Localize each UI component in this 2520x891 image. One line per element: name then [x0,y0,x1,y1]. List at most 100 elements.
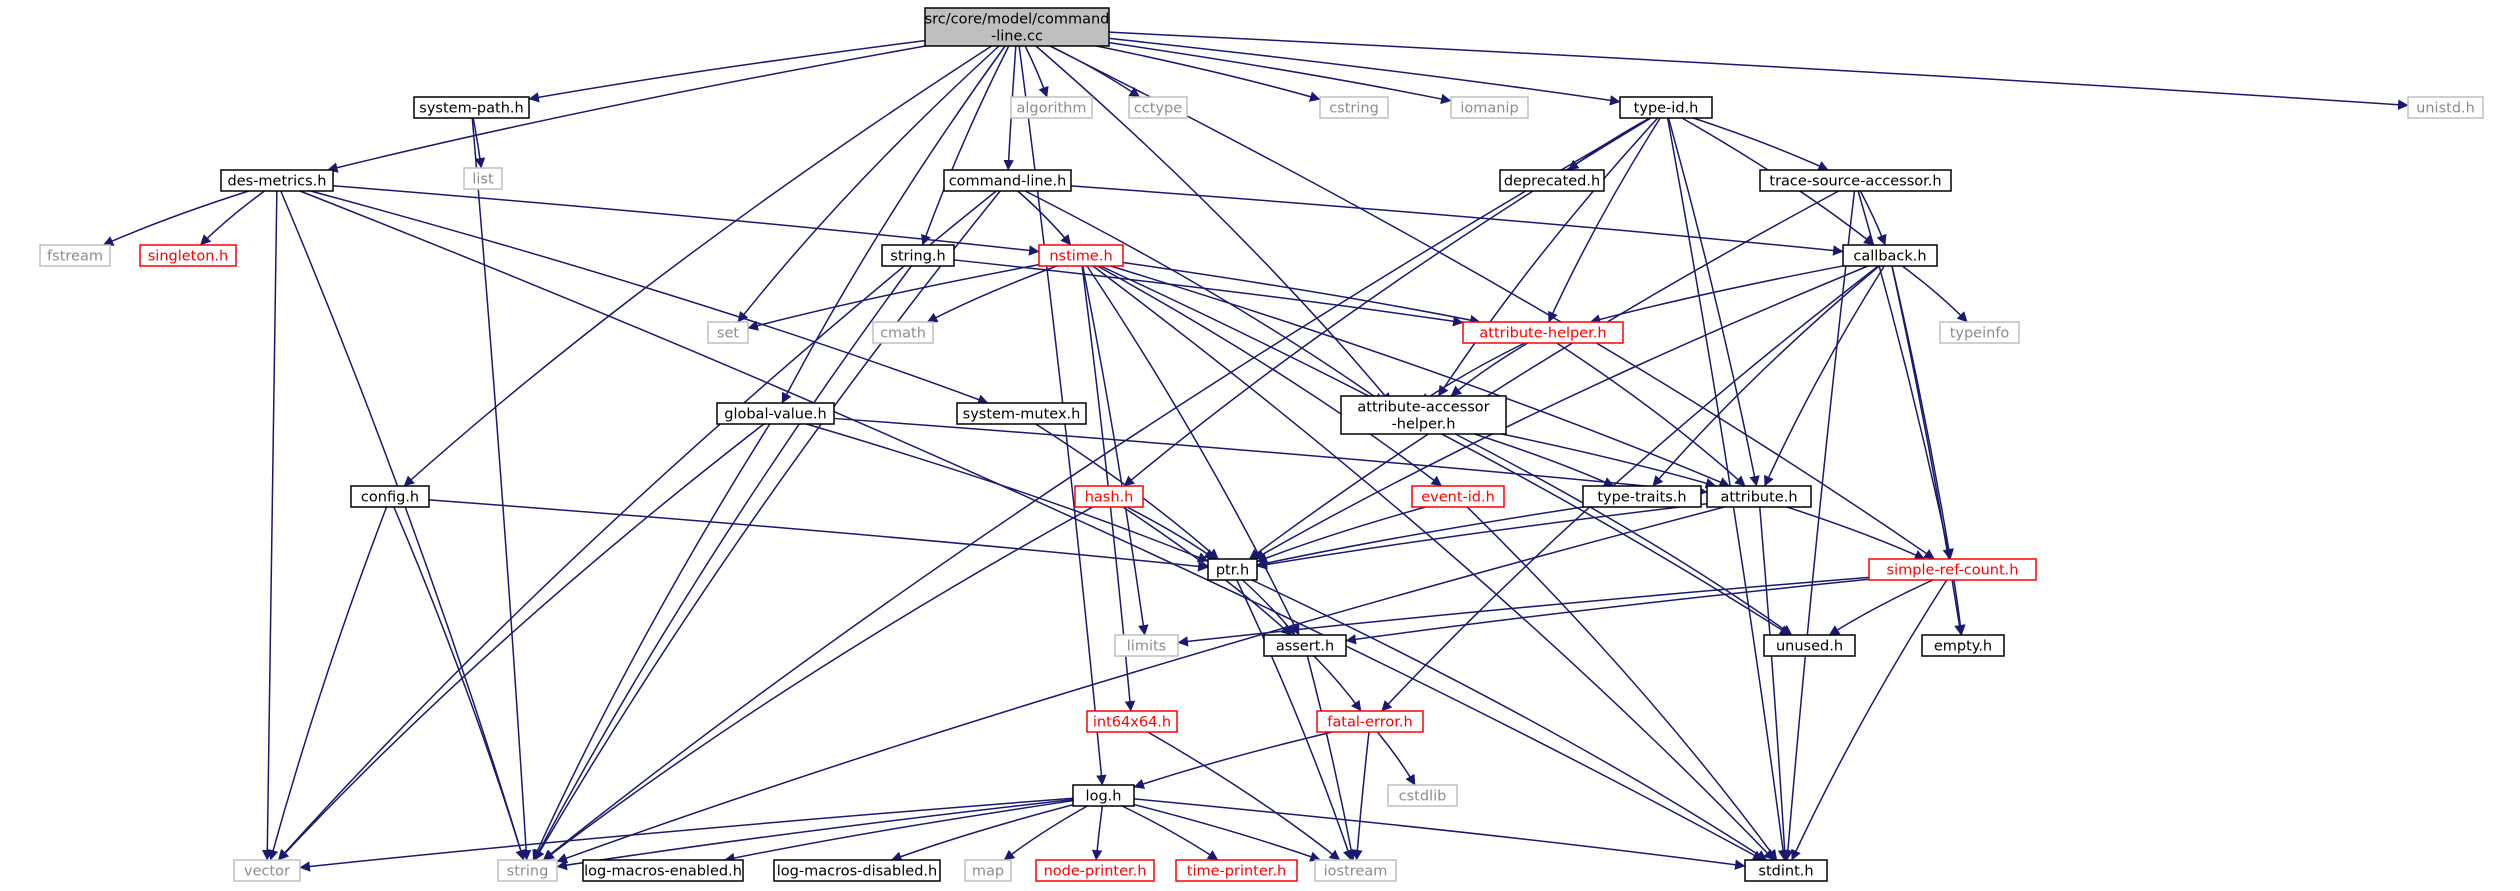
node-ptr[interactable]: ptr.h [1207,558,1258,581]
edge-root-to-string-h [921,45,1010,246]
node-string-h[interactable]: string.h [881,244,955,267]
node-deprecated[interactable]: deprecated.h [1499,169,1605,192]
node-hash[interactable]: hash.h [1074,485,1144,508]
node-label: config.h [361,490,419,506]
node-label: command-line.h [949,174,1067,190]
node-attribute-helper[interactable]: attribute-helper.h [1462,321,1624,344]
node-box [1744,859,1828,882]
edge-trace-source-accessor-to-callback [1859,190,1887,246]
node-log-macros-disabled[interactable]: log-macros-disabled.h [773,859,941,882]
node-box [497,859,558,882]
node-box [39,244,111,267]
node-label: typeinfo [1950,326,2010,342]
node-box [1759,169,1952,192]
edge-type-id-to-string [542,117,1651,861]
node-attribute[interactable]: attribute.h [1706,485,1812,508]
edge-global-value-to-vector [278,423,765,861]
node-unused[interactable]: unused.h [1763,634,1856,657]
node-box [1499,169,1605,192]
node-stdint[interactable]: stdint.h [1744,859,1828,882]
node-cmath: cmath [872,321,934,344]
node-nstime[interactable]: nstime.h [1038,244,1124,267]
edge-log-to-string [556,798,1074,871]
node-label: ptr.h [1216,563,1249,579]
node-label: event-id.h [1421,490,1495,506]
edge-type-id-to-attribute-helper [1548,117,1661,323]
node-type-traits[interactable]: type-traits.h [1582,485,1702,508]
edge-simple-ref-count-to-limits [1177,576,1870,647]
node-callback[interactable]: callback.h [1842,244,1938,267]
node-label: string [507,864,549,880]
node-label: vector [244,864,290,880]
edge-callback-to-ptr [1254,265,1869,560]
node-box [139,244,237,267]
node-box [350,485,430,508]
edge-root-to-unistd [1108,31,2409,110]
edge-global-value-to-attribute [833,417,1708,497]
node-singleton[interactable]: singleton.h [139,244,237,267]
node-box [943,169,1072,192]
node-node-printer[interactable]: node-printer.h [1035,859,1155,882]
node-box [1706,485,1812,508]
node-des-metrics[interactable]: des-metrics.h [220,169,334,192]
node-box [1842,244,1938,267]
node-command-line[interactable]: command-line.h [943,169,1072,192]
edge-callback-to-attribute [1764,265,1885,487]
node-config[interactable]: config.h [350,485,430,508]
node-event-id[interactable]: event-id.h [1411,485,1505,508]
node-assert-h[interactable]: assert.h [1263,634,1347,657]
edge-nstime-to-attribute-helper [1122,261,1481,326]
edge-root-to-des-metrics [327,45,926,173]
node-log-macros-enabled[interactable]: log-macros-enabled.h [582,859,744,882]
node-set: set [707,321,749,344]
node-cstring: cstring [1319,96,1389,119]
node-global-value[interactable]: global-value.h [716,402,835,425]
edge-type-id-to-attribute [1667,117,1760,487]
edge-simple-ref-count-to-assert-h [1345,578,1870,645]
node-box [1175,859,1298,882]
node-label: limits [1127,639,1166,655]
node-system-mutex[interactable]: system-mutex.h [956,402,1087,425]
edge-fatal-error-to-log [1133,731,1333,789]
edge-log-to-time-printer [1121,805,1219,861]
node-simple-ref-count[interactable]: simple-ref-count.h [1868,558,2037,581]
edge-event-id-to-ptr [1256,506,1426,563]
node-label: fatal-error.h [1327,715,1412,731]
node-box [924,7,1110,47]
node-log[interactable]: log.h [1072,784,1135,807]
edge-attribute-to-string [556,506,1725,864]
edge-root-to-config [403,45,993,487]
node-int64x64[interactable]: int64x64.h [1086,710,1178,733]
edge-command-line-to-callback [1070,185,1844,256]
node-label: attribute.h [1720,490,1797,506]
edge-log-to-iostream [1133,803,1321,862]
edge-root-to-cstring [1096,45,1321,102]
edge-ptr-to-iostream [1236,579,1353,861]
node-attribute-accessor-helper[interactable]: attribute-accessor-helper.h [1340,395,1507,435]
node-label: -helper.h [1392,417,1456,433]
node-label: global-value.h [724,407,826,423]
edge-attribute-to-ptr [1256,502,1708,570]
node-box [1207,558,1258,581]
node-trace-source-accessor[interactable]: trace-source-accessor.h [1759,169,1952,192]
edge-attribute-accessor-helper-to-type-traits [1474,433,1615,487]
edge-command-line-to-vector [277,190,997,861]
edge-hash-to-assert-h [1122,506,1292,636]
node-type-id[interactable]: type-id.h [1619,96,1713,119]
node-fatal-error[interactable]: fatal-error.h [1316,710,1424,733]
node-empty[interactable]: empty.h [1921,634,2005,657]
edge-log-to-vector [299,797,1074,872]
node-box [1263,634,1347,657]
node-label: list [472,172,494,188]
node-root[interactable]: src/core/model/command-line.cc [924,7,1110,47]
node-label: -line.cc [991,29,1043,45]
node-time-printer[interactable]: time-printer.h [1175,859,1298,882]
node-box [1316,710,1424,733]
node-system-path[interactable]: system-path.h [413,96,530,119]
node-label: cstring [1329,101,1379,117]
node-label: log-macros-enabled.h [584,864,742,880]
edge-root-to-simple-ref-count [1049,45,1935,560]
node-label: string.h [890,249,945,265]
node-map: map [964,859,1012,882]
node-cstdlib: cstdlib [1387,784,1458,807]
